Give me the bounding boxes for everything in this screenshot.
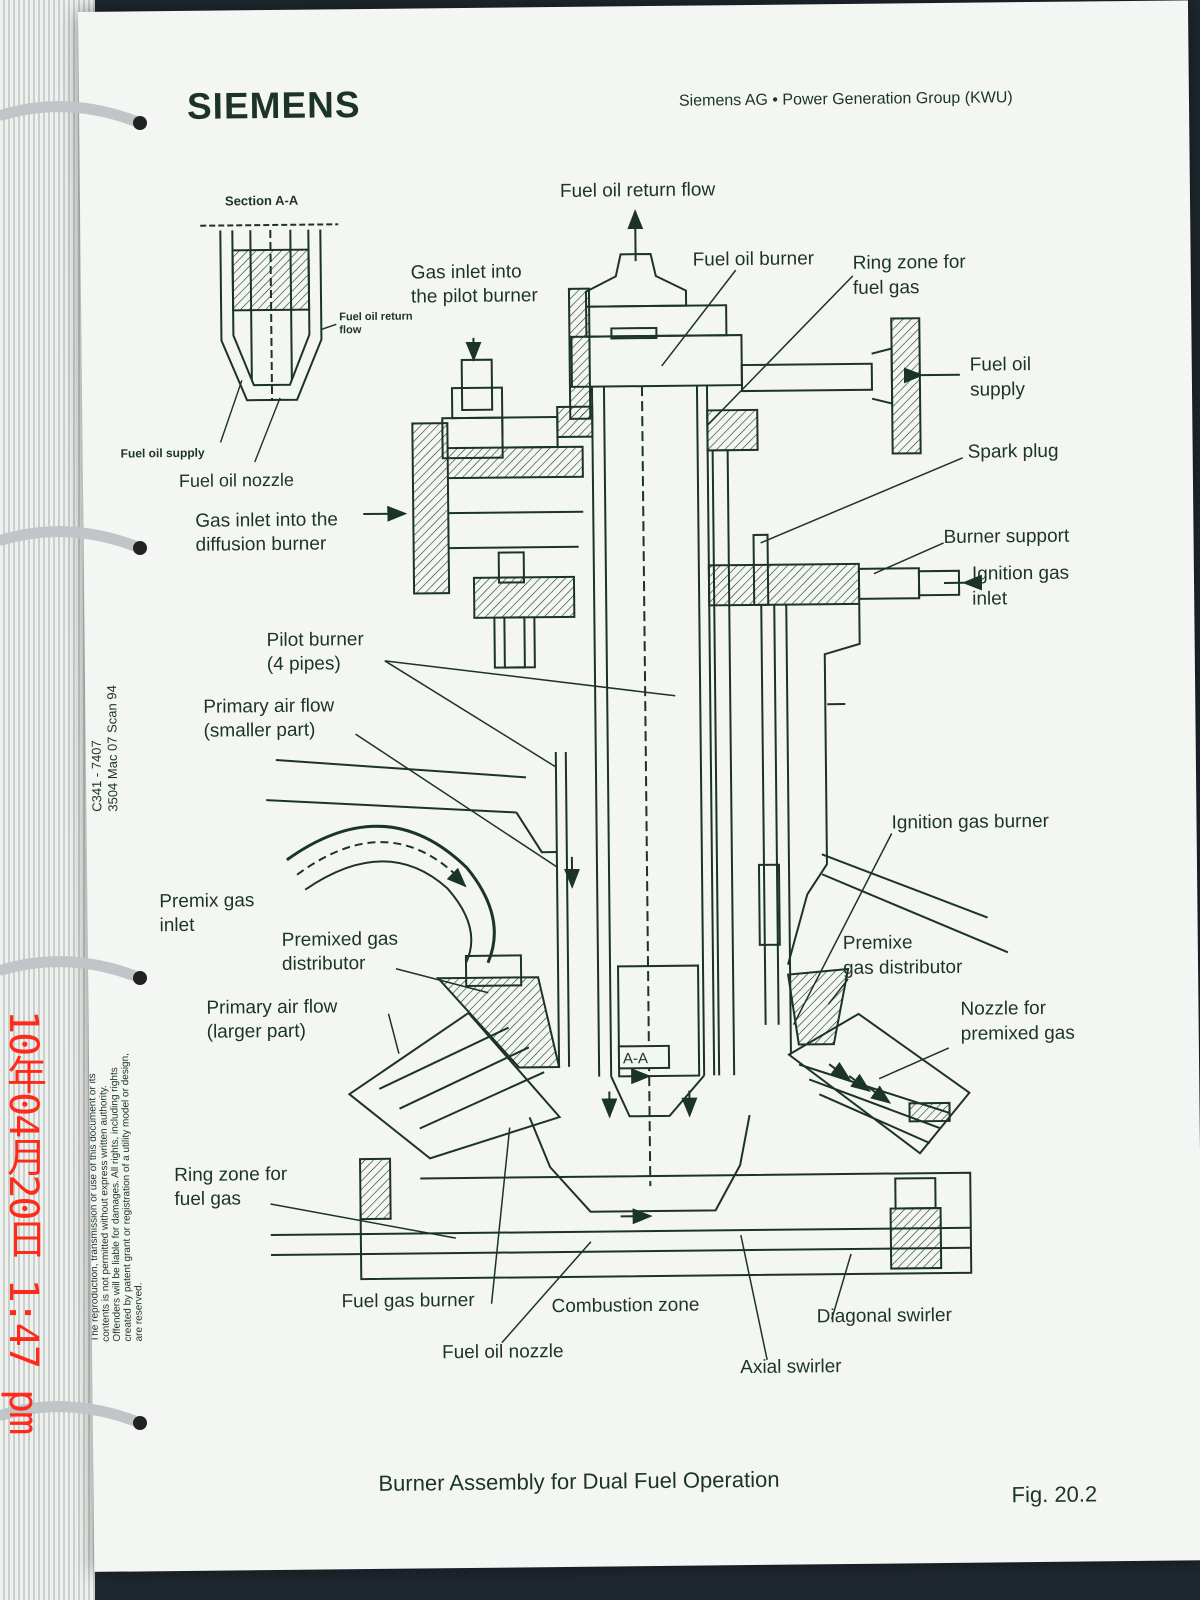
figure-number: Fig. 20.2 xyxy=(1011,1481,1097,1507)
binder-page-stack xyxy=(0,0,95,1600)
figure-caption: Burner Assembly for Dual Fuel Operation xyxy=(378,1467,779,1496)
label-ring-zone-bottom: Ring zone for fuel gas xyxy=(174,1164,293,1210)
label-axial-swirler: Axial swirler xyxy=(740,1356,842,1378)
label-gas-inlet-diffusion: Gas inlet into the diffusion burner xyxy=(195,509,343,556)
burner-diagram: SIEMENS Siemens AG • Power Generation Gr… xyxy=(87,84,1097,1507)
label-fuel-oil-supply: Fuel oil supply xyxy=(970,354,1037,401)
manual-page: SIEMENS Siemens AG • Power Generation Gr… xyxy=(78,0,1200,1572)
section-inset-title: Section A-A xyxy=(225,193,299,209)
label-premixed-gas-distributor: Premixed gas distributor xyxy=(282,929,404,975)
label-nozzle-premixed: Nozzle for premixed gas xyxy=(960,998,1075,1045)
label-fuel-oil-return-flow: Fuel oil return flow xyxy=(560,179,716,202)
siemens-logo: SIEMENS xyxy=(187,84,361,127)
binder-ring-icon xyxy=(0,101,147,130)
label-ignition-gas-inlet: Ignition gas inlet xyxy=(972,563,1075,610)
margin-doc-code: C341 - 7407 3504 Mac 07 Scan 94 xyxy=(88,685,120,812)
label-gas-inlet-pilot: Gas inlet into the pilot burner xyxy=(411,261,539,307)
label-fuel-oil-nozzle: Fuel oil nozzle xyxy=(442,1341,564,1363)
label-section-marker: A-A xyxy=(623,1050,648,1067)
margin-copyright: The reproduction, transmission or use of… xyxy=(87,1050,145,1342)
burner-drawing xyxy=(266,209,1009,1281)
label-primary-air-large: Primary air flow (larger part) xyxy=(206,996,343,1042)
binder-ring-icon xyxy=(0,1401,147,1430)
section-inset xyxy=(200,223,339,463)
label-premixe-gas-distributor: Premixe gas distributor xyxy=(843,932,963,979)
inset-supply-label: Fuel oil supply xyxy=(121,446,205,461)
inset-return-flow-label: Fuel oil return flow xyxy=(339,310,416,336)
inset-nozzle-label: Fuel oil nozzle xyxy=(179,470,294,491)
label-spark-plug: Spark plug xyxy=(968,441,1059,463)
label-primary-air-small: Primary air flow (smaller part) xyxy=(203,695,340,741)
leader-lines xyxy=(270,269,964,1361)
label-diagonal-swirler: Diagonal swirler xyxy=(817,1305,953,1327)
label-ignition-gas-burner: Ignition gas burner xyxy=(891,811,1049,834)
label-fuel-oil-burner: Fuel oil burner xyxy=(693,248,815,270)
label-fuel-gas-burner: Fuel gas burner xyxy=(341,1290,475,1312)
photo-timestamp: 10年04月20日 1:47 pm xyxy=(0,1010,46,1434)
label-burner-support: Burner support xyxy=(943,526,1070,548)
label-pilot-burner: Pilot burner (4 pipes) xyxy=(266,629,369,675)
label-ring-zone-top: Ring zone for fuel gas xyxy=(853,252,972,299)
binder-ring-icon xyxy=(0,526,147,555)
binder-ring-icon xyxy=(0,956,147,985)
label-premix-gas-inlet: Premix gas inlet xyxy=(159,890,260,936)
header-group: Siemens AG • Power Generation Group (KWU… xyxy=(679,89,1013,109)
label-combustion-zone: Combustion zone xyxy=(551,1295,699,1318)
